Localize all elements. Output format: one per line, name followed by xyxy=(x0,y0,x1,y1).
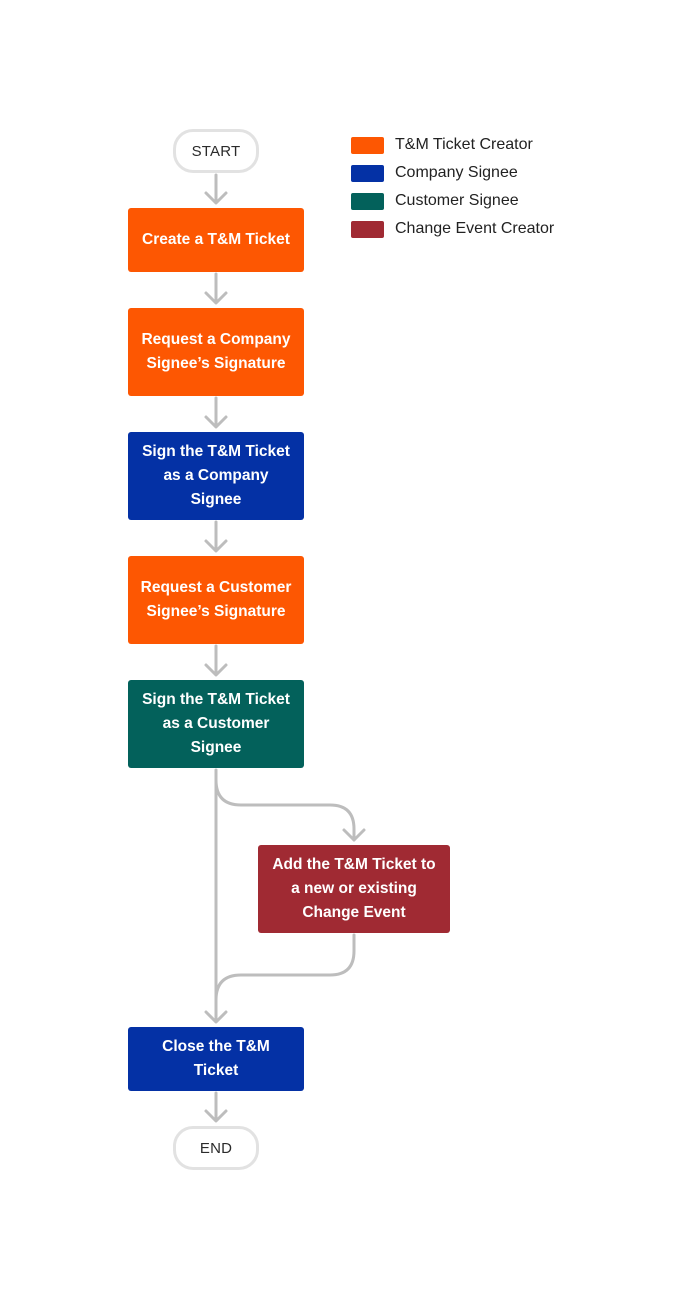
step-label: Ticket xyxy=(193,1062,239,1079)
step-request-customer-signature[interactable]: Request a Customer Signee’s Signature xyxy=(128,556,304,644)
step-label: Signee xyxy=(190,491,242,508)
step-label: Signee’s Signature xyxy=(146,603,286,620)
step-label: Request a Company xyxy=(141,331,291,348)
connector-branch-change-event xyxy=(214,778,356,842)
legend-swatch xyxy=(351,192,384,210)
step-sign-as-company[interactable]: Sign the T&M Ticket as a Company Signee xyxy=(128,432,304,520)
legend-label: T&M Ticket Creator xyxy=(395,136,533,153)
arrowhead xyxy=(204,663,228,677)
legend-label: Company Signee xyxy=(395,164,518,181)
arrowhead xyxy=(342,828,366,842)
arrowhead xyxy=(204,191,228,205)
legend-label: Change Event Creator xyxy=(395,220,555,237)
step-add-to-change-event[interactable]: Add the T&M Ticket to a new or existing … xyxy=(258,845,450,933)
step-sign-as-customer[interactable]: Sign the T&M Ticket as a Customer Signee xyxy=(128,680,304,768)
arrowhead xyxy=(204,1109,228,1123)
step-label: Request a Customer xyxy=(140,579,292,596)
role-legend: T&M Ticket Creator Company Signee Custom… xyxy=(351,131,554,243)
step-label: Signee xyxy=(190,739,242,756)
legend-item-change-event-creator: Change Event Creator xyxy=(351,215,554,243)
legend-item-tm-ticket-creator: T&M Ticket Creator xyxy=(351,131,554,159)
legend-item-customer-signee: Customer Signee xyxy=(351,187,554,215)
end-label: END xyxy=(199,1139,233,1157)
arrowhead xyxy=(204,539,228,553)
step-label: a new or existing xyxy=(291,880,417,897)
legend-swatch xyxy=(351,164,384,182)
step-label: Close the T&M xyxy=(162,1038,270,1055)
connector-change-event-merge xyxy=(214,933,356,1002)
start-label: START xyxy=(191,142,241,160)
arrowhead xyxy=(204,291,228,305)
legend-label: Customer Signee xyxy=(395,192,519,209)
legend-item-company-signee: Company Signee xyxy=(351,159,554,187)
step-label: as a Customer xyxy=(162,715,270,732)
end-terminal: END xyxy=(173,1126,259,1170)
step-label: Signee’s Signature xyxy=(146,355,286,372)
arrowhead xyxy=(204,415,228,429)
step-label: Create a T&M Ticket xyxy=(142,231,290,248)
step-create-ticket[interactable]: Create a T&M Ticket xyxy=(128,208,304,272)
legend-swatch xyxy=(351,136,384,154)
start-terminal: START xyxy=(173,129,259,173)
step-label: as a Company xyxy=(163,467,269,484)
step-label: Add the T&M Ticket to xyxy=(272,856,436,873)
step-label: Sign the T&M Ticket xyxy=(142,443,290,460)
step-label: Sign the T&M Ticket xyxy=(142,691,290,708)
arrowhead xyxy=(204,1010,228,1024)
step-close-ticket[interactable]: Close the T&M Ticket xyxy=(128,1027,304,1091)
legend-swatch xyxy=(351,220,384,238)
step-label: Change Event xyxy=(302,904,406,921)
step-request-company-signature[interactable]: Request a Company Signee’s Signature xyxy=(128,308,304,396)
